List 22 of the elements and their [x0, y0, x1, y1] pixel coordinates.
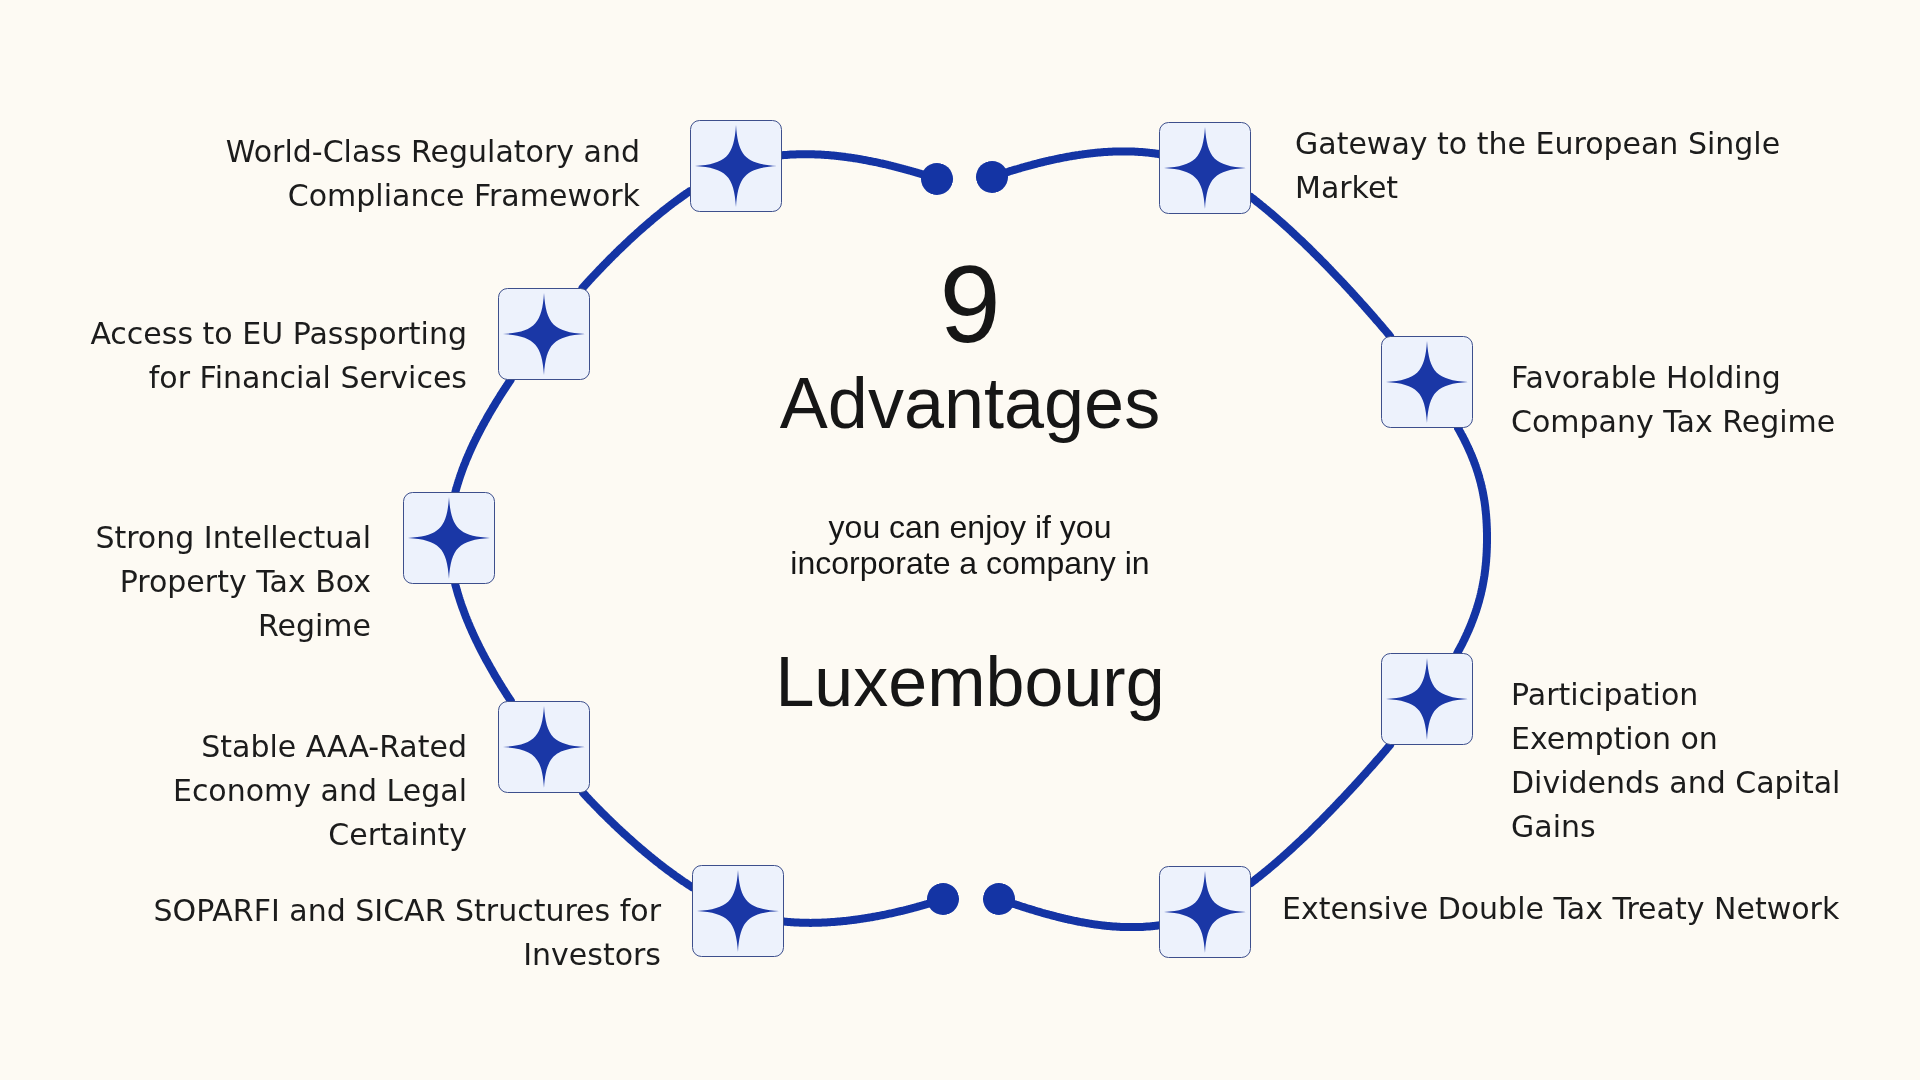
sparkle-icon: [1381, 336, 1473, 428]
advantage-text: Participation Exemption on Dividends and Capital Gains: [1511, 676, 1842, 846]
advantage-text: Access to EU Passporting for Financial Services: [89, 315, 467, 397]
count-number: 9: [938, 243, 1002, 364]
subtitle: you can enjoy if you incorporate a company in: [789, 509, 1151, 581]
country-heading: Luxembourg: [774, 644, 1166, 721]
sparkle-icon: [403, 492, 495, 584]
advantage-text: SOPARFI and SICAR Structures for Investors: [152, 892, 661, 974]
sparkle-icon: [498, 288, 590, 380]
sparkle-icon: [498, 701, 590, 793]
advantage-text: Gateway to the European Single Market: [1295, 125, 1782, 207]
sparkle-icon: [692, 865, 784, 957]
sparkle-icon: [1381, 653, 1473, 745]
advantage-text: Stable AAA-Rated Economy and Legal Certainty: [171, 728, 467, 854]
heading: Advantages: [778, 364, 1162, 443]
advantage-text: Strong Intellectual Property Tax Box Regime: [94, 519, 371, 645]
sparkle-icon: [690, 120, 782, 212]
sparkle-icon: [1159, 866, 1251, 958]
sparkle-icon: [1159, 122, 1251, 214]
advantage-text: Favorable Holding Company Tax Regime: [1511, 359, 1837, 441]
advantage-text: World-Class Regulatory and Compliance Framework: [224, 133, 640, 215]
advantage-text: Extensive Double Tax Treaty Network: [1282, 890, 1841, 928]
